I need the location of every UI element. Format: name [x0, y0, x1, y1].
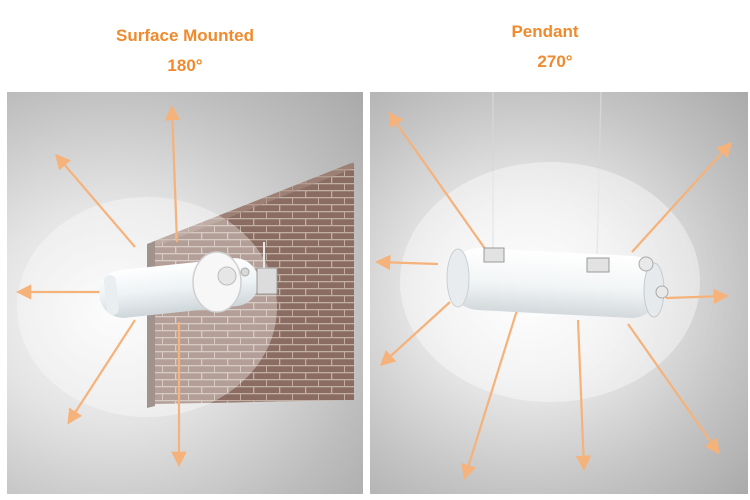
pendant-angle: 270°: [537, 52, 573, 71]
arrow-up-left: [54, 153, 136, 248]
arrow-up-left: [388, 111, 501, 271]
surface-mounted-scene: [15, 104, 354, 468]
light-direction-arrows: [374, 111, 733, 480]
arrow-left: [374, 254, 439, 271]
suspension-wires: [492, 92, 602, 261]
arrow-up: [164, 104, 181, 243]
arrow-down-left: [67, 319, 136, 425]
light-direction-arrows: [15, 104, 187, 468]
arrow-down-right: [627, 323, 720, 455]
pendant-title: Pendant: [511, 22, 579, 41]
tube-fixture: [99, 242, 278, 318]
surface-mounted-title: Surface Mounted: [116, 26, 254, 45]
pendant-tube-fixture: [446, 247, 669, 318]
arrow-down: [461, 306, 520, 480]
surface-mounted-angle: 180°: [167, 56, 203, 75]
pendant-scene: [374, 92, 733, 480]
arrow-down-center: [575, 319, 592, 472]
surface-mounted-illustration: [7, 92, 363, 494]
arrow-right: [665, 288, 730, 305]
arrow-down-left: [379, 301, 451, 367]
pendant-illustration: [370, 92, 748, 494]
arrow-up-right: [631, 141, 733, 253]
